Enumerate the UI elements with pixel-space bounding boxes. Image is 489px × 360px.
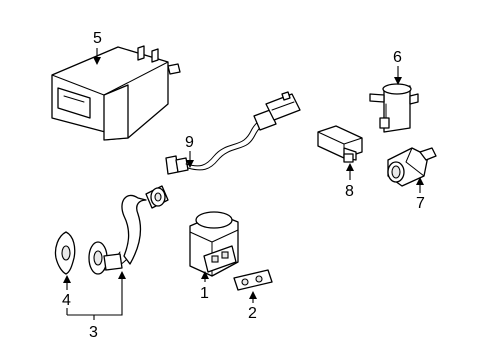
oxygen-sensor-part <box>165 91 301 175</box>
callout-1: 1 <box>200 285 209 302</box>
gasket-part <box>54 231 76 275</box>
callout-4: 4 <box>62 292 71 309</box>
small-gasket-part <box>233 269 273 291</box>
callout-6: 6 <box>393 49 402 66</box>
callout-9: 9 <box>185 134 194 151</box>
leader-3-right <box>67 271 126 316</box>
leader-lines <box>63 48 424 320</box>
callout-labels: 5 6 7 8 9 1 2 3 4 <box>62 30 425 341</box>
sensor-part-8 <box>317 125 363 163</box>
sensor-part-7 <box>387 147 437 187</box>
callout-7: 7 <box>416 195 425 212</box>
purge-valve-part <box>369 83 419 133</box>
callout-5: 5 <box>93 30 102 47</box>
callout-3: 3 <box>89 324 98 341</box>
callout-2: 2 <box>248 305 257 322</box>
idle-air-control-valve-part <box>189 211 239 277</box>
callout-8: 8 <box>345 183 354 200</box>
egr-pipe-part <box>88 185 169 275</box>
charcoal-canister-part <box>51 45 181 141</box>
